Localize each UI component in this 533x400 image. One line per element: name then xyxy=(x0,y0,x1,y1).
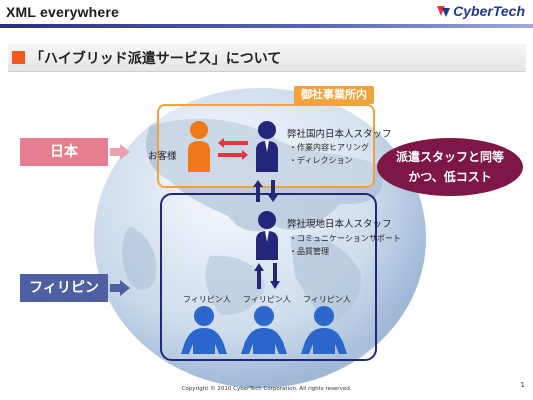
page-number: 1 xyxy=(520,381,525,389)
japan-staff-person-icon xyxy=(256,121,278,172)
vertical-exchange-arrows-lower-icon xyxy=(254,263,280,289)
copyright-notice: Copyright © 2010 CyberTech Corporation. … xyxy=(181,386,352,392)
filipino-staff-person-icon-2 xyxy=(241,306,287,354)
local-staff-task-1: ・コミュニケーションサポート xyxy=(289,234,401,243)
filipino-staff-person-icon-1 xyxy=(181,306,227,354)
japan-staff-task-2: ・ディレクション xyxy=(289,156,353,165)
exchange-arrows-icon xyxy=(218,138,248,160)
philippines-arrow-icon xyxy=(110,280,130,296)
customer-person-icon xyxy=(188,121,210,172)
japan-staff-title: 弊社国内日本人スタッフ xyxy=(287,129,392,140)
brand-name: CyberTech xyxy=(453,3,525,19)
japan-label: 日本 xyxy=(20,138,108,166)
filipino-staff-label-3: フィリピン人 xyxy=(303,295,351,304)
vertical-exchange-arrows-upper-icon xyxy=(253,180,278,202)
callout-line-1: 派遣スタッフと同等 xyxy=(395,150,504,164)
header-divider xyxy=(0,24,533,28)
client-office-tag: 御社事業所内 xyxy=(294,86,374,104)
callout-line-2: かつ、低コスト xyxy=(408,170,492,184)
title-bullet-square xyxy=(12,51,25,64)
japan-arrow-icon xyxy=(110,144,130,160)
cybertech-logo: CyberTech xyxy=(435,3,525,19)
philippines-label: フィリピン xyxy=(20,274,108,302)
cybertech-logo-icon xyxy=(437,6,451,17)
cost-callout: 派遣スタッフと同等 かつ、低コスト xyxy=(377,138,523,196)
slide-title: 「ハイブリッド派遣サービス」について xyxy=(30,51,282,67)
filipino-staff-label-1: フィリピン人 xyxy=(183,295,231,304)
local-staff-person-icon xyxy=(256,211,278,260)
slide-title-bar: 「ハイブリッド派遣サービス」について xyxy=(8,44,526,72)
customer-label: お客様 xyxy=(148,151,177,162)
header: XML everywhere CyberTech xyxy=(0,0,533,28)
filipino-staff-person-icon-3 xyxy=(301,306,347,354)
local-staff-task-2: ・品質管理 xyxy=(289,247,329,256)
filipino-staff-label-2: フィリピン人 xyxy=(243,295,291,304)
japan-staff-task-1: ・作業内容ヒアリング xyxy=(289,143,369,152)
local-staff-title: 弊社現地日本人スタッフ xyxy=(287,219,392,230)
header-title: XML everywhere xyxy=(6,4,120,20)
